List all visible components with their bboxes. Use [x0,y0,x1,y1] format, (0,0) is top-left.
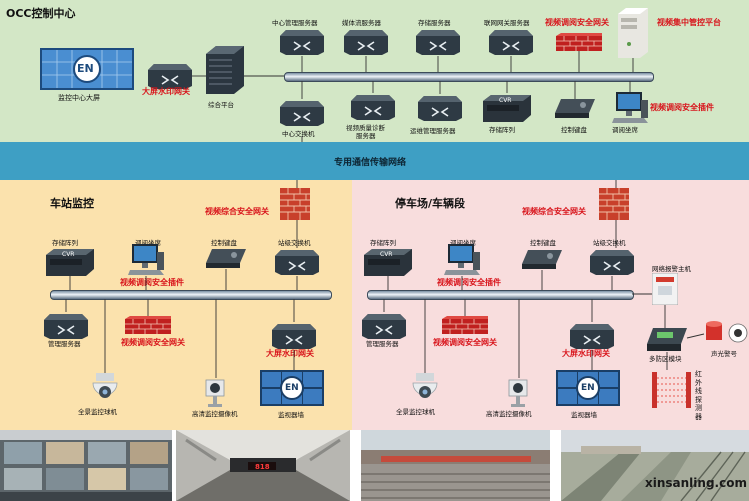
bigscreen-label: 监控中心大屏 [58,94,100,102]
depot-mgmt-server-label: 管理服务器 [366,340,399,348]
ir-char-5: 测 [695,404,702,412]
depot-video-wall-label: 监视器墙 [571,411,597,419]
transport-band: 专用通信传输网络 [0,142,749,180]
depot-video-sec-gw-label: 视频调阅安全网关 [433,338,497,347]
depot-hd-camera-label: 高清监控摄像机 [486,410,532,418]
station-switch-label: 站级交换机 [278,239,311,247]
station-mgmt-server-label: 管理服务器 [48,340,81,348]
ir-char-4: 探 [695,395,702,404]
ops-server-label: 运维管理服务器 [410,127,456,135]
station-bus [50,290,332,300]
station-video-sec-gw-label: 视频调阅安全网关 [121,338,185,347]
depot-switch-label: 站级交换机 [593,239,626,247]
depot-wall-logo: EN [581,383,595,393]
depot-title: 停车场/车辆段 [395,197,466,210]
depot-storage-array-label: 存储阵列 [370,239,396,247]
station-sec-plugin-label: 视频调阅安全插件 [120,278,184,287]
ir-char-6: 器 [695,412,702,421]
depot-dispatch-seat-label: 调阅坐席 [450,239,476,247]
center-switch-label: 中心交换机 [282,130,315,138]
station-title: 车站监控 [50,197,94,210]
occ-links [192,51,634,142]
depot-bus [367,290,634,300]
bigscreen-icon [40,48,134,90]
ir-char-2: 外 [695,378,702,387]
depot-cvr-text: CVR [380,251,393,258]
occ-dispatch-seat-label: 调阅坐席 [612,126,638,134]
ir-char-3: 线 [695,387,702,395]
occ-zone: OCC控制中心 EN 监控中心大屏 大屏水印网关 综合平台 中心管理服务器 媒体… [0,0,749,143]
station-links [65,180,298,378]
depot-alarm-siren-icon [706,321,748,343]
quality-server-label-2: 服务器 [356,132,376,140]
depot-zone: 停车场/车辆段 视频综合安全网关 存储阵列 CVR 调阅坐席 视频调阅安全插件 … [352,180,749,430]
station-storage-array-label: 存储阵列 [52,239,78,247]
depot-alarm-siren-label: 声光警号 [711,350,737,358]
occ-keyboard-label: 控制键盘 [561,126,587,134]
station-video-wall-label: 监视器墙 [278,411,304,419]
transport-label: 专用通信传输网络 [334,158,407,168]
occ-bus [284,72,654,82]
station-dispatch-seat-label: 调阅坐席 [135,239,161,247]
central-ctrl-platform-label: 视频集中管控平台 [657,18,721,27]
ir-char-1: 红 [695,370,702,378]
depot-ptz-camera-label: 全景监控球机 [396,408,435,416]
depot-links [383,180,705,378]
credit-watermark: xinsanling.com [645,476,747,490]
led-sign-text: 818 [255,463,270,471]
depot-sec-gw-label: 视频综合安全网关 [522,207,586,216]
occ-title: OCC控制中心 [6,7,76,20]
station-wall-logo: EN [285,383,299,393]
platform-label: 综合平台 [208,101,234,109]
photo-depot-yard [361,430,550,501]
depot-ir-beams-icon [652,372,691,408]
occ-watermark-gw-label: 大屏水印网关 [142,87,190,96]
station-ptz-camera-label: 全景监控球机 [78,408,117,416]
depot-watermark-gw-label: 大屏水印网关 [562,349,610,358]
photo-station-monitors [0,430,172,501]
station-cvr-text: CVR [62,251,75,258]
bigscreen-logo: EN [77,62,94,75]
center-mgmt-server-label: 中心管理服务器 [272,19,318,27]
depot-multi-zone-label: 多防区模块 [649,355,682,363]
station-sec-gw-label: 视频综合安全网关 [205,207,269,216]
occ-cvr-text: CVR [499,97,512,104]
photo-aerial-depot [561,430,749,501]
quality-server-label-1: 视频质量诊断 [346,124,385,132]
photo-train-interior: 818 [176,430,350,501]
media-server-label: 媒体流服务器 [342,19,381,27]
station-keyboard-label: 控制键盘 [211,239,237,247]
occ-video-sec-gw-label: 视频调阅安全网关 [545,18,609,27]
storage-server-label: 存储服务器 [418,19,451,27]
occ-storage-array-label: 存储阵列 [489,126,515,134]
occ-sec-plugin-label: 视频调阅安全插件 [650,103,714,112]
depot-keyboard-label: 控制键盘 [530,239,556,247]
gateway-server-label: 联网网关服务器 [484,19,530,27]
depot-alarm-host-label: 网络报警主机 [652,265,691,273]
station-hd-camera-label: 高清监控摄像机 [192,410,238,418]
depot-ir-detector-label: 红 外 线 探 测 器 [695,370,705,421]
depot-sec-plugin-label: 视频调阅安全插件 [437,278,501,287]
station-watermark-gw-label: 大屏水印网关 [266,349,314,358]
station-zone: 车站监控 视频综合安全网关 存储阵列 CVR 调阅坐席 视频调阅安全插件 控制键… [0,180,352,430]
